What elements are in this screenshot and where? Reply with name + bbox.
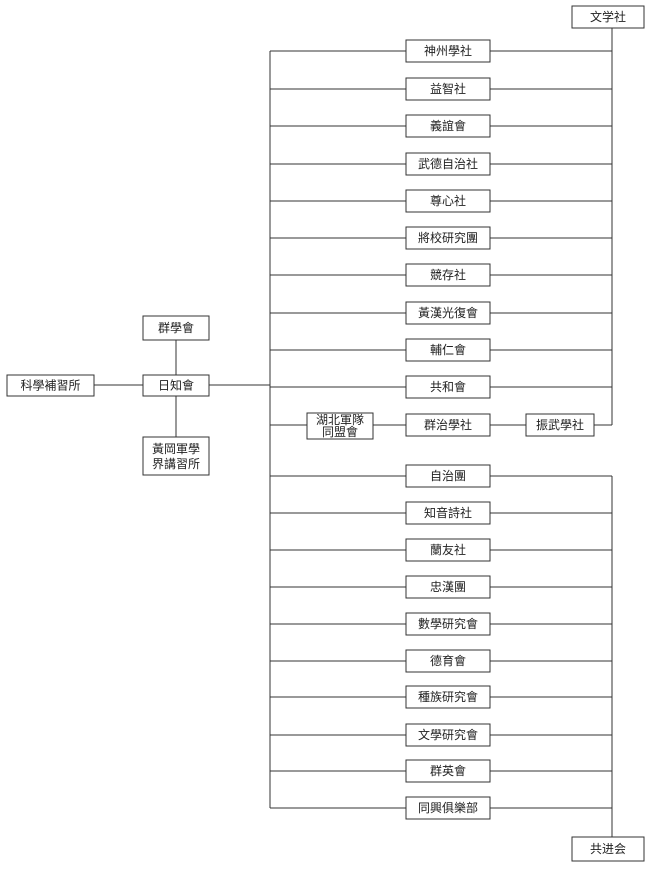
node-lower-10: 同興俱樂部 [405, 796, 491, 820]
svg-text:共和會: 共和會 [430, 380, 466, 394]
node-lower-4: 忠漢團 [405, 575, 491, 599]
node-below-center: 黃岡軍學 界講習所 [142, 436, 210, 476]
svg-text:義誼會: 義誼會 [430, 118, 466, 133]
node-lower-7: 種族研究會 [405, 685, 491, 709]
svg-text:忠漢團: 忠漢團 [430, 580, 466, 594]
node-lower-2: 知音詩社 [405, 501, 491, 525]
svg-text:益智社: 益智社 [430, 81, 466, 96]
svg-text:知音詩社: 知音詩社 [424, 505, 472, 520]
node-upper-1: 神州學社 [405, 39, 491, 63]
svg-text:輔仁會: 輔仁會 [430, 343, 466, 357]
node-lower-5: 數學研究會 [405, 612, 491, 636]
node-upper-7: 競存社 [405, 263, 491, 287]
svg-text:自治團: 自治團 [430, 469, 466, 483]
node-lower-9: 群英會 [405, 759, 491, 783]
node-lower-8: 文學研究會 [405, 723, 491, 747]
svg-text:將校研究團: 將校研究團 [418, 230, 478, 245]
svg-text:德育會: 德育會 [430, 653, 466, 668]
node-upper-3: 義誼會 [405, 114, 491, 138]
node-upper-9: 輔仁會 [405, 338, 491, 362]
node-lower-3: 蘭友社 [405, 538, 491, 562]
node-upper-2: 益智社 [405, 77, 491, 101]
node-top-right: 文学社 [571, 5, 645, 29]
svg-text:群英會: 群英會 [430, 764, 466, 778]
node-lower-6: 德育會 [405, 649, 491, 673]
svg-text:界講習所: 界講習所 [152, 456, 200, 471]
node-upper-4: 武德自治社 [405, 152, 491, 176]
svg-text:同興俱樂部: 同興俱樂部 [418, 800, 478, 815]
svg-text:黃漢光復會: 黃漢光復會 [418, 305, 478, 320]
node-above-center: 群學會 [142, 315, 210, 341]
svg-text:湖北軍隊: 湖北軍隊 [316, 412, 364, 427]
svg-text:競存社: 競存社 [430, 267, 466, 282]
node-middle-left: 湖北軍隊 同盟會 [306, 412, 374, 440]
node-middle-center: 群治學社 [405, 413, 491, 437]
node-center: 日知會 [142, 374, 210, 397]
node-upper-6: 將校研究團 [405, 226, 491, 250]
svg-text:同盟會: 同盟會 [322, 425, 358, 439]
svg-text:蘭友社: 蘭友社 [430, 542, 466, 557]
svg-text:日知會: 日知會 [158, 379, 194, 393]
node-bottom-right: 共进会 [571, 836, 645, 862]
node-upper-5: 尊心社 [405, 189, 491, 213]
node-middle-right: 振武學社 [525, 413, 595, 437]
svg-text:黃岡軍學: 黃岡軍學 [152, 442, 200, 456]
svg-text:科學補習所: 科學補習所 [20, 379, 80, 393]
svg-text:文學研究會: 文學研究會 [418, 727, 478, 742]
svg-text:武德自治社: 武德自治社 [418, 156, 478, 171]
svg-text:尊心社: 尊心社 [430, 193, 466, 208]
svg-text:文学社: 文学社 [590, 9, 626, 24]
svg-text:共进会: 共进会 [590, 842, 626, 856]
node-upper-10: 共和會 [405, 375, 491, 399]
svg-text:群學會: 群學會 [158, 321, 194, 335]
node-upper-8: 黃漢光復會 [405, 301, 491, 325]
connector-lines [94, 28, 613, 837]
svg-text:振武學社: 振武學社 [536, 417, 584, 432]
svg-text:種族研究會: 種族研究會 [418, 689, 478, 704]
svg-text:神州學社: 神州學社 [424, 43, 472, 58]
node-root: 科學補習所 [6, 374, 95, 397]
svg-text:群治學社: 群治學社 [424, 417, 472, 432]
node-lower-1: 自治團 [405, 464, 491, 488]
svg-text:數學研究會: 數學研究會 [418, 616, 478, 631]
